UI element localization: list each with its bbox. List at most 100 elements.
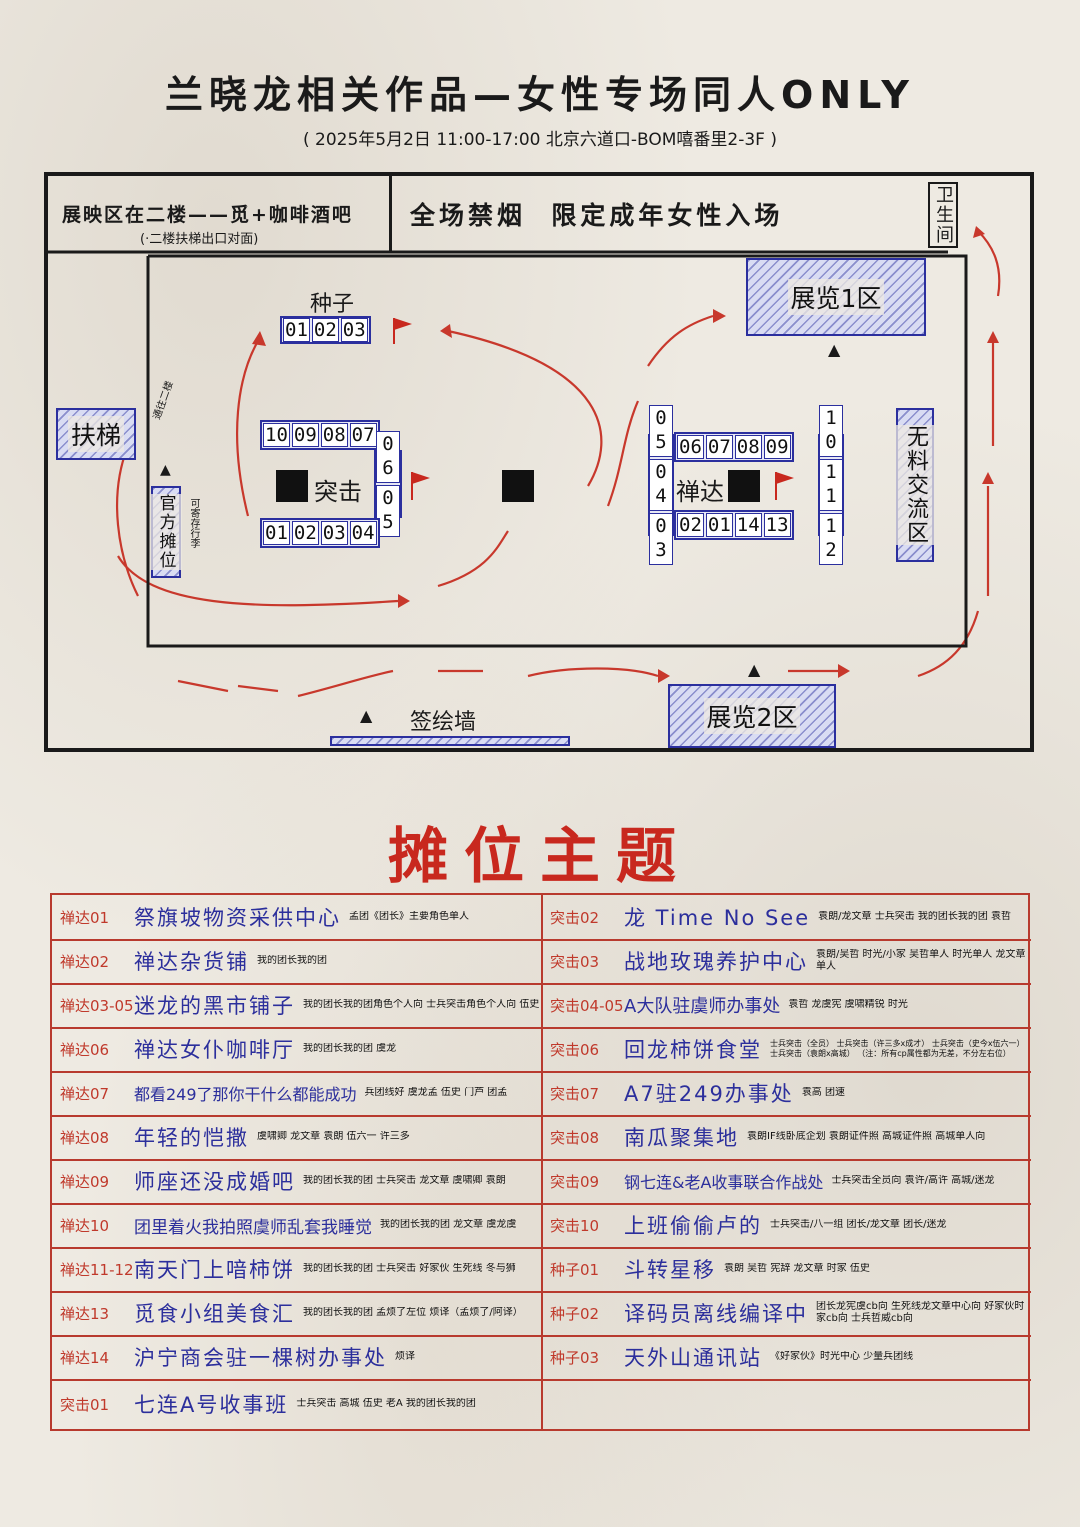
booth-number: 03 <box>649 513 673 565</box>
booth-number: 04 <box>649 459 673 511</box>
tuji-label: 突击 <box>314 478 362 506</box>
booth-name: 七连A号收事班 <box>134 1393 289 1417</box>
flow-arrow <box>447 329 603 487</box>
booth-note: 虞啸卿 龙文章 袁朗 伍六一 许三多 <box>257 1131 410 1142</box>
booth-note: 我的团长我的团 虞龙 <box>303 1043 397 1054</box>
booth-name: A7驻249办事处 <box>624 1082 794 1106</box>
booth-code: 突击01 <box>60 1395 110 1414</box>
screening-sub: (·二楼扶梯出口对面) <box>140 232 259 247</box>
flow-arrow <box>437 530 509 588</box>
flow-arrow <box>115 445 139 597</box>
flow-arrow <box>977 230 1001 297</box>
booth-name: 团里着火我拍照虞师乱套我睡觉 <box>134 1217 372 1238</box>
arrow-head <box>982 472 994 484</box>
chanda-flag-icon <box>775 472 794 500</box>
booth-code: 禅达13 <box>60 1304 110 1323</box>
booth-code: 种子02 <box>550 1304 600 1323</box>
booth-number: 01 <box>283 318 310 342</box>
flow-arrow <box>647 314 714 367</box>
booth-code: 突击06 <box>550 1040 600 1059</box>
flow-arrows <box>48 226 1001 698</box>
arrow-head <box>440 324 452 338</box>
booth-note: 我的团长我的团 士兵突击 龙文章 虞啸卿 袁朗 <box>303 1175 506 1186</box>
booth-number: 14 <box>734 513 762 537</box>
official-booth: 官方摊位 <box>150 486 182 578</box>
booth-code: 突击10 <box>550 1216 600 1235</box>
booth-name: 年轻的恺撒 <box>134 1126 249 1150</box>
luggage-note: 可寄存行李 <box>188 498 199 548</box>
booth-note: 团长龙宪虞cb向 生死线龙文章中心向 好家伙时家cb向 士兵哲威cb向 <box>816 1301 1025 1324</box>
pillar <box>276 470 308 502</box>
booth-number: 10 <box>263 423 290 447</box>
exhibition-1: 展览1区 <box>746 258 926 336</box>
seed-flag-icon <box>393 318 412 344</box>
screening-note: 展映区在二楼——觅+咖啡酒吧 <box>62 204 353 226</box>
booth-note: 兵团线好 虞龙孟 伍史 门芦 团孟 <box>364 1087 508 1098</box>
exhibition-2-marker: ▲ <box>748 660 761 679</box>
booth-code: 禅达07 <box>60 1084 110 1103</box>
booth-note: 士兵突击/八一组 团长/龙文章 团长/迷龙 <box>770 1219 947 1230</box>
arrow-head <box>252 331 266 346</box>
booth-name: 钢七连&老A收事联合作战处 <box>624 1173 824 1192</box>
booth-name: 禅达女仆咖啡厅 <box>134 1038 295 1062</box>
booth-name: 南天门上喑柿饼 <box>134 1258 295 1282</box>
booth-note: 士兵突击（全员） 士兵突击（许三多x成才） 士兵突击（史今x伍六一） 士兵突击（… <box>770 1039 1025 1058</box>
booth-number: 01 <box>705 513 733 537</box>
booth-note: 袁朗 吴哲 宪辞 龙文章 时家 伍史 <box>724 1263 870 1274</box>
arrow-head <box>987 331 999 343</box>
flow-arrow <box>117 555 399 607</box>
arrow-head <box>713 309 726 323</box>
booth-note: 士兵突击 高城 伍史 老A 我的团长我的团 <box>296 1398 476 1409</box>
exhibition-1-label: 展览1区 <box>787 279 885 315</box>
booth-name: 迷龙的黑市铺子 <box>134 994 295 1018</box>
pillar <box>502 470 534 502</box>
booth-number: 02 <box>291 521 319 545</box>
booth-name: 师座还没成婚吧 <box>134 1170 295 1194</box>
list-item: 禅达07 都看249了那你干什么都能成功兵团线好 虞龙孟 伍史 门芦 团孟 <box>52 1071 541 1117</box>
booth-code: 突击02 <box>550 908 600 927</box>
page-title: 兰晓龙相关作品—女性专场同人ONLY <box>165 73 915 117</box>
booth-number: 05 <box>376 485 400 537</box>
official-booth-label: 官方摊位 <box>150 494 182 570</box>
free-exchange-zone: 无料交流区 <box>896 408 934 562</box>
booth-number: 09 <box>291 423 319 447</box>
booth-name: 上班偷偷卢的 <box>624 1214 762 1238</box>
booth-code: 禅达02 <box>60 952 110 971</box>
booth-note: 我的团长我的团 龙文章 虞龙虞 <box>380 1219 517 1230</box>
inner-wall <box>146 254 968 648</box>
booth-number: 13 <box>763 513 791 537</box>
booth-name: 沪宁商会驻一棵树办事处 <box>134 1346 387 1370</box>
pillar <box>728 470 760 502</box>
booth-code: 突击04-05 <box>550 996 624 1015</box>
booth-code: 种子03 <box>550 1348 600 1367</box>
booth-code: 突击03 <box>550 952 600 971</box>
booth-name: 都看249了那你干什么都能成功 <box>134 1085 357 1104</box>
toilet: 卫生间 <box>928 182 958 248</box>
arrow-head <box>398 594 410 608</box>
booth-number: 11 <box>819 459 843 511</box>
booth-note: 袁朗IF线卧底企划 袁朗证件照 高城证件照 高城单人向 <box>747 1131 986 1142</box>
booth-note: 士兵突击全员向 袁许/高许 高城/迷龙 <box>831 1175 995 1186</box>
booth-note: 袁高 团速 <box>801 1087 845 1098</box>
booth-code: 种子01 <box>550 1260 600 1279</box>
list-item: 突击10 上班偷偷卢的士兵突击/八一组 团长/龙文章 团长/迷龙 <box>542 1203 1031 1249</box>
booth-note: 我的团长我的团角色个人向 士兵突击角色个人向 伍史 <box>303 999 540 1010</box>
booth-note: 孟团《团长》主要角色单人 <box>349 911 469 922</box>
screening-info-box: 展映区在二楼——觅+咖啡酒吧 (·二楼扶梯出口对面) <box>48 176 392 252</box>
event-subtitle: ( 2025年5月2日 11:00-17:00 北京六道口-BOM嘻番里2-3F… <box>303 130 777 150</box>
booth-name: 龙 Time No See <box>624 906 811 930</box>
